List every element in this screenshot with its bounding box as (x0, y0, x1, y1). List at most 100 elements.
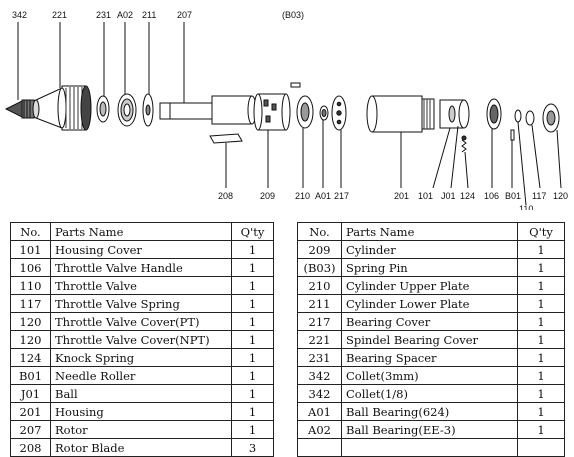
quantity-cell: 1 (231, 294, 274, 313)
part-name-cell: Housing Cover (50, 240, 232, 259)
part-name-cell: Throttle Valve Spring (50, 294, 232, 313)
part-number-cell: 201 (10, 402, 51, 421)
part-110-throttle-valve (514, 109, 522, 123)
quantity-cell: 1 (231, 348, 274, 367)
callout-211: 211 (142, 10, 156, 20)
part-name-cell: Ball Bearing(624) (341, 402, 518, 421)
quantity-cell: 1 (517, 348, 565, 367)
header-no: No. (10, 222, 51, 241)
part-name-cell: Throttle Valve Cover(PT) (50, 312, 232, 331)
header-parts-name: Parts Name (50, 222, 232, 241)
part-B01-needle-roller (510, 129, 515, 141)
quantity-cell: 1 (231, 402, 274, 421)
callout-B01: B01 (505, 191, 521, 201)
callout-117: 117 (532, 191, 546, 201)
callout-106: 106 (484, 191, 499, 201)
part-106-throttle-valve-handle (486, 98, 502, 130)
callout-A01: A01 (315, 191, 331, 201)
callout-217: 217 (334, 191, 349, 201)
quantity-cell: 1 (231, 258, 274, 277)
callout-221: 221 (52, 10, 67, 20)
part-number-cell: 106 (10, 258, 51, 277)
part-number-cell: 209 (297, 240, 342, 259)
quantity-cell: 1 (517, 312, 565, 331)
quantity-cell: 1 (517, 276, 565, 295)
callout-210: 210 (295, 191, 310, 201)
callout-101: 101 (418, 191, 433, 201)
quantity-cell: 1 (231, 312, 274, 331)
part-number-cell: 342 (297, 384, 342, 403)
callout-209: 209 (260, 191, 275, 201)
part-209-cylinder (253, 93, 291, 131)
part-120-throttle-valve-cover (542, 103, 560, 133)
part-number-cell: B01 (10, 366, 51, 385)
callout-342: 342 (12, 10, 27, 20)
part-name-cell: Rotor (50, 420, 232, 439)
callout-J01: J01 (441, 191, 456, 201)
part-number-cell: 217 (297, 312, 342, 331)
quantity-cell: 1 (517, 384, 565, 403)
quantity-cell: 1 (517, 402, 565, 421)
part-number-cell: A01 (297, 402, 342, 421)
part-number-cell: 120 (10, 330, 51, 349)
quantity-cell: 1 (517, 294, 565, 313)
quantity-cell: 1 (517, 330, 565, 349)
quantity-cell: 1 (231, 276, 274, 295)
part-210-cylinder-upper-plate (296, 95, 314, 129)
part-117-throttle-valve-spring (525, 110, 535, 126)
part-number-cell: J01 (10, 384, 51, 403)
part-number-cell: 231 (297, 348, 342, 367)
part-231-bearing-spacer (96, 95, 110, 123)
quantity-cell: 1 (231, 330, 274, 349)
part-name-cell: Rotor Blade (50, 438, 232, 457)
callout-124: 124 (460, 191, 475, 201)
quantity-cell: 1 (517, 366, 565, 385)
part-number-cell: 208 (10, 438, 51, 457)
quantity-cell (517, 438, 565, 457)
quantity-cell: 1 (517, 420, 565, 439)
callout-120: 120 (553, 191, 568, 201)
header-no: No. (297, 222, 342, 241)
part-number-cell: 210 (297, 276, 342, 295)
part-name-cell: Needle Roller (50, 366, 232, 385)
part-207-rotor (159, 95, 257, 125)
part-name-cell: Spring Pin (341, 258, 518, 277)
part-number-cell: A02 (297, 420, 342, 439)
part-number-cell: 124 (10, 348, 51, 367)
callout-208: 208 (218, 191, 233, 201)
callout-231: 231 (96, 10, 111, 20)
quantity-cell: 1 (231, 240, 274, 259)
table-row (297, 438, 565, 457)
callout-201: 201 (394, 191, 409, 201)
part-211-cylinder-lower-plate (142, 93, 154, 127)
part-208-rotor-blade (209, 133, 243, 144)
callout-110: 110 (519, 204, 533, 210)
part-name-cell: Bearing Spacer (341, 348, 518, 367)
callout-B03: (B03) (282, 10, 304, 20)
part-name-cell: Throttle Valve (50, 276, 232, 295)
part-number-cell: 120 (10, 312, 51, 331)
part-name-cell: Ball Bearing(EE-3) (341, 420, 518, 439)
part-name-cell: Throttle Valve Handle (50, 258, 232, 277)
part-217-bearing-cover (331, 95, 347, 131)
part-221-spindle-bearing-cover (32, 85, 92, 131)
part-name-cell: Bearing Cover (341, 312, 518, 331)
table-header-row: No. Parts Name Q'ty (297, 222, 565, 241)
quantity-cell: 1 (517, 258, 565, 277)
